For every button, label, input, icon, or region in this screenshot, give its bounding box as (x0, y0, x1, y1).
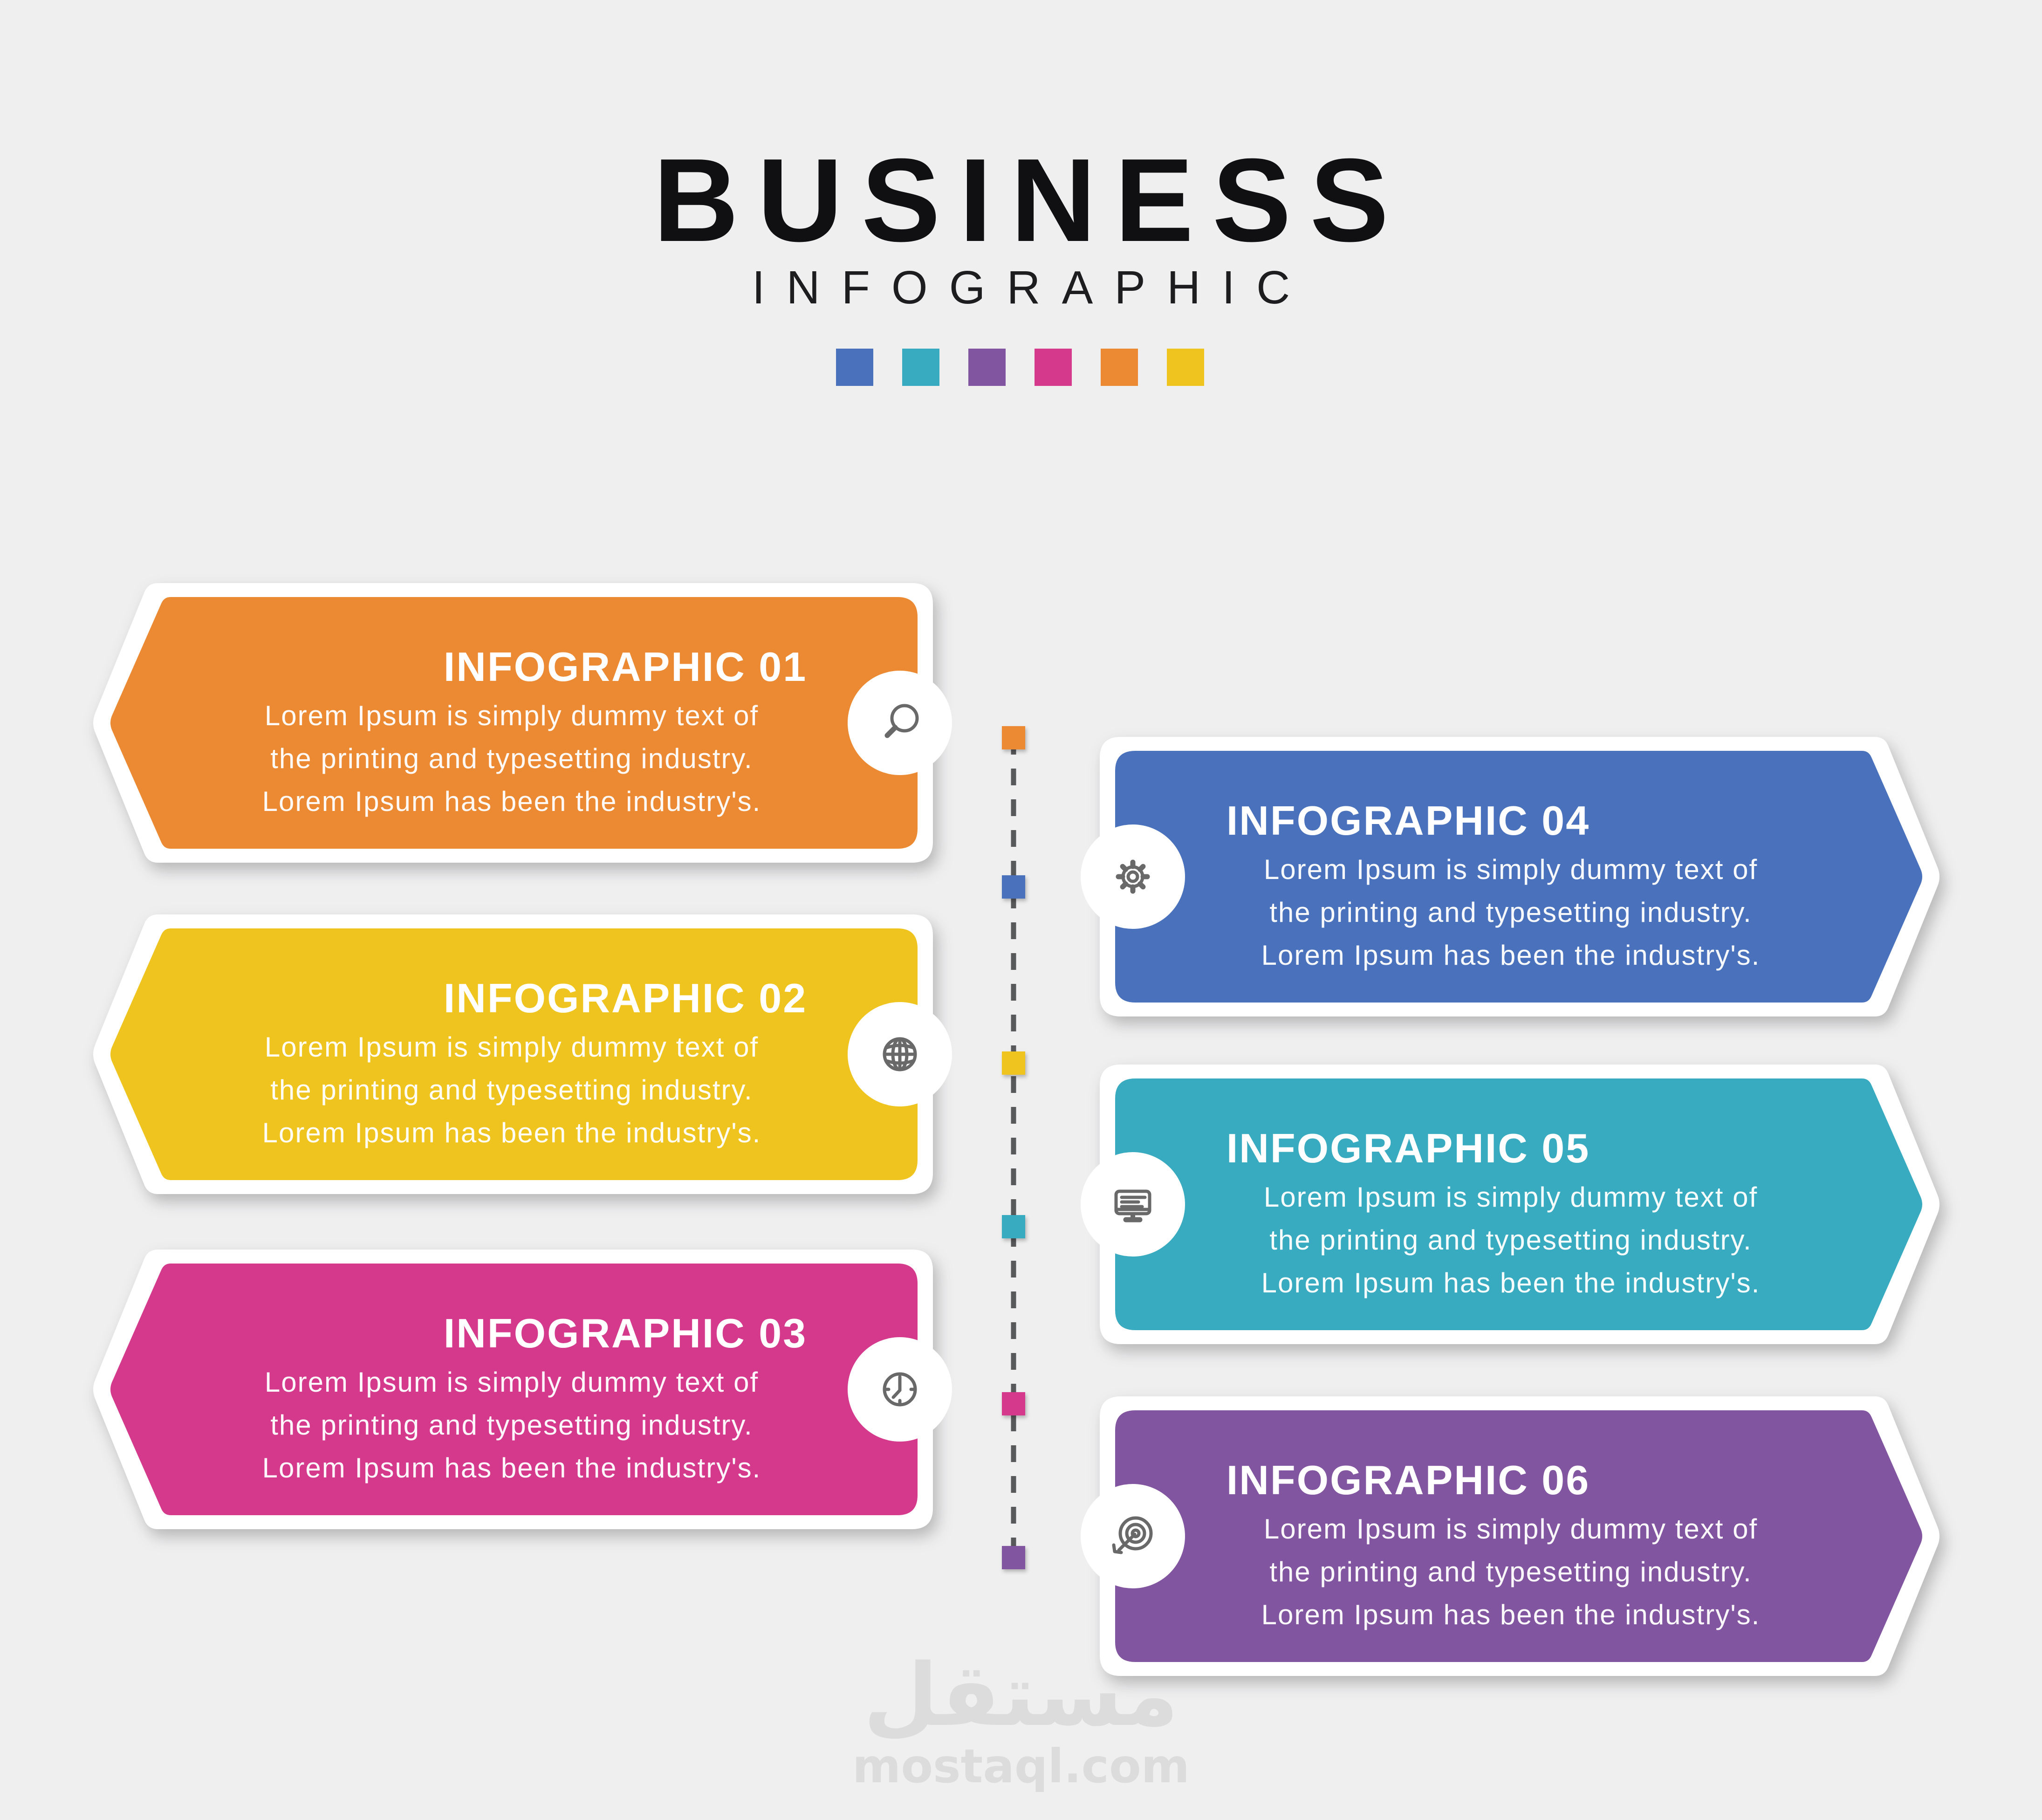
palette-square (968, 349, 1006, 386)
palette-square (1167, 349, 1204, 386)
palette-square (902, 349, 939, 386)
presentation-icon (1114, 1189, 1151, 1222)
gear-icon (1116, 859, 1150, 894)
timeline (1002, 726, 1025, 1569)
banner-shape (110, 1264, 918, 1515)
search-icon (884, 704, 919, 738)
banner-body-line: Lorem Ipsum is simply dummy text of (1264, 1181, 1758, 1213)
watermark-domain: mostaql.com (852, 1739, 1190, 1793)
timeline-marker (1002, 1392, 1025, 1415)
banner-shape (110, 928, 918, 1180)
icon-circle (848, 671, 952, 775)
banner-title: INFOGRAPHIC 05 (1227, 1125, 1590, 1171)
banner-body-line: Lorem Ipsum is simply dummy text of (265, 700, 759, 731)
timeline-marker (1002, 875, 1025, 899)
banner-body-line: Lorem Ipsum has been the industry's. (262, 1452, 761, 1483)
globe-icon (883, 1037, 917, 1071)
banner-shape (1115, 1078, 1922, 1330)
banner-title: INFOGRAPHIC 03 (444, 1310, 807, 1356)
banner-title: INFOGRAPHIC 01 (444, 644, 807, 690)
banner-body-line: the printing and typesetting industry. (270, 1409, 753, 1441)
banner-body-line: the printing and typesetting industry. (1269, 1556, 1752, 1587)
banner-body-line: Lorem Ipsum is simply dummy text of (1264, 1513, 1758, 1545)
page-subtitle: INFOGRAPHIC (752, 261, 1312, 314)
banner-body-line: Lorem Ipsum is simply dummy text of (265, 1367, 759, 1398)
banner-body-line: the printing and typesetting industry. (270, 1074, 753, 1106)
banner-title: INFOGRAPHIC 04 (1227, 797, 1590, 844)
banner-shape (1115, 1410, 1922, 1662)
banner-01: INFOGRAPHIC 01 Lorem Ipsum is simply dum… (93, 583, 952, 863)
banner-04: INFOGRAPHIC 04 Lorem Ipsum is simply dum… (1081, 737, 1939, 1016)
palette-square (1035, 349, 1072, 386)
watermark: مستقل mostaql.com (0, 1652, 2042, 1790)
banner-title: INFOGRAPHIC 02 (444, 975, 807, 1021)
banner-body-line: Lorem Ipsum has been the industry's. (1261, 1599, 1761, 1630)
target-icon (1112, 1516, 1153, 1554)
banner-shape (110, 597, 918, 849)
timeline-marker (1002, 726, 1025, 749)
clock-icon (883, 1372, 917, 1407)
banner-shape (1115, 751, 1922, 1003)
timeline-marker (1002, 1546, 1025, 1569)
banner-02: INFOGRAPHIC 02 Lorem Ipsum is simply dum… (93, 914, 952, 1194)
banner-body-line: the printing and typesetting industry. (270, 743, 753, 774)
banner-06: INFOGRAPHIC 06 Lorem Ipsum is simply dum… (1081, 1396, 1939, 1676)
timeline-marker (1002, 1051, 1025, 1075)
icon-circle (1081, 1152, 1185, 1257)
banner-03: INFOGRAPHIC 03 Lorem Ipsum is simply dum… (93, 1250, 952, 1529)
banner-body-line: Lorem Ipsum has been the industry's. (1261, 1267, 1761, 1298)
banner-body-line: Lorem Ipsum has been the industry's. (1261, 940, 1761, 971)
banner-body-line: the printing and typesetting industry. (1269, 1224, 1752, 1256)
banner-title: INFOGRAPHIC 06 (1227, 1457, 1590, 1503)
banner-body-line: Lorem Ipsum has been the industry's. (262, 1117, 761, 1148)
icon-circle (1081, 824, 1185, 929)
palette-squares (836, 349, 1204, 386)
page-title: BUSINESS (653, 134, 1408, 266)
palette-square (836, 349, 873, 386)
watermark-logo: مستقل (863, 1645, 1179, 1745)
banner-body-line: Lorem Ipsum is simply dummy text of (265, 1031, 759, 1063)
banner-body-line: the printing and typesetting industry. (1269, 897, 1752, 928)
banner-body-line: Lorem Ipsum has been the industry's. (262, 786, 761, 817)
palette-square (1101, 349, 1138, 386)
timeline-marker (1002, 1215, 1025, 1238)
banner-body-line: Lorem Ipsum is simply dummy text of (1264, 854, 1758, 885)
banner-05: INFOGRAPHIC 05 Lorem Ipsum is simply dum… (1081, 1065, 1939, 1344)
